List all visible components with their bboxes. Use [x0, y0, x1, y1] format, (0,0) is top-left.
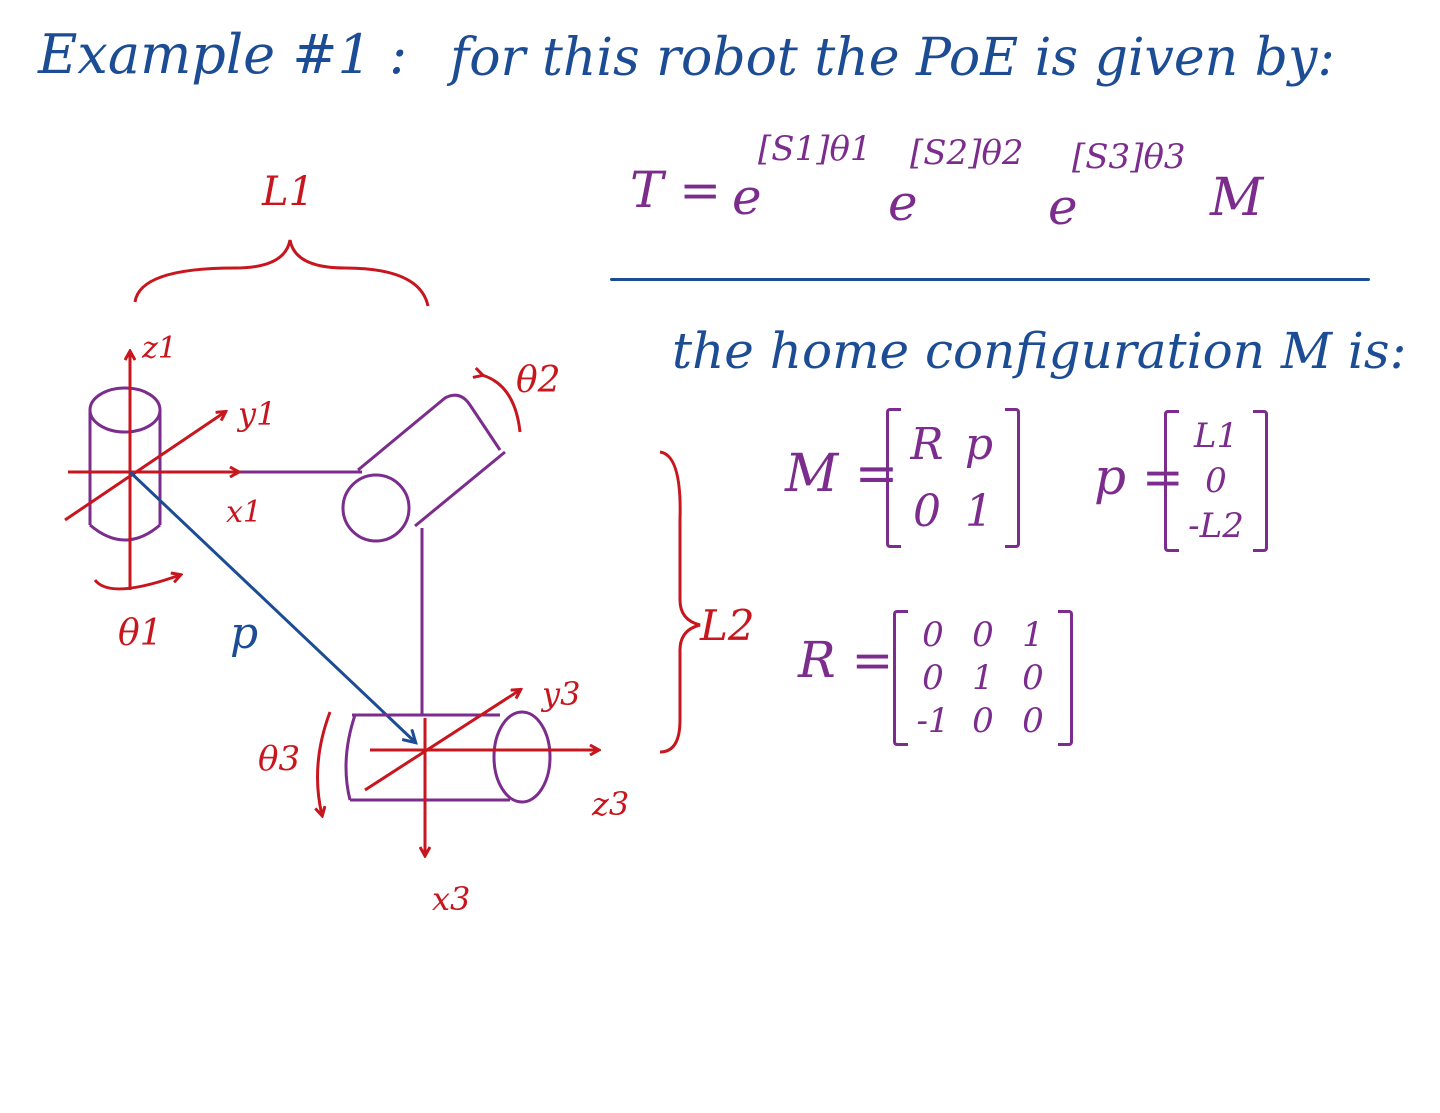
matrix-M: R p 0 1 — [886, 408, 1020, 548]
matrix-R-cell: 0 — [972, 701, 994, 741]
L1-label: L1 — [261, 169, 314, 215]
theta3-label: θ3 — [258, 739, 300, 779]
p-vector — [128, 470, 415, 742]
vector-p: L1 0 -L2 — [1164, 410, 1268, 552]
y3-label: y3 — [540, 675, 580, 713]
frame3-axes — [318, 690, 599, 855]
theta1-label: θ1 — [118, 613, 163, 654]
L2-label: L2 — [699, 601, 755, 650]
matrix-R-cell: 1 — [972, 657, 994, 698]
L2-brace — [659, 450, 701, 754]
matrix-R-cell: 0 — [1022, 657, 1044, 698]
matrix-R: 0 0 1 0 1 0 -1 0 0 — [893, 610, 1073, 746]
p-label: p — [230, 608, 258, 659]
matrix-M-cell: p — [964, 419, 994, 470]
matrix-R-cell: 0 — [972, 614, 994, 655]
formula-exp2: [S2]θ2 — [910, 133, 1024, 173]
matrix-R-cell: -1 — [916, 701, 950, 741]
matrix-M-cell: R — [910, 419, 944, 470]
matrix-R-cell: 0 — [922, 614, 944, 655]
L1-brace — [133, 239, 430, 307]
formula-e2: e — [888, 174, 918, 232]
z1-label: z1 — [141, 331, 177, 366]
formula-e3: e — [1048, 178, 1078, 236]
example-title: Example #1 : — [38, 23, 408, 86]
vector-p-cell: -L2 — [1188, 506, 1244, 546]
formula-lhs: T = — [630, 161, 722, 219]
matrix-R-lhs: R = — [798, 631, 894, 689]
divider-line — [610, 278, 1370, 281]
matrix-M-cell: 0 — [913, 486, 941, 537]
frame1-axes — [64, 352, 238, 591]
matrix-M-cell: 1 — [965, 486, 993, 537]
y1-label: y1 — [236, 395, 276, 433]
joint3-cylinder — [344, 710, 552, 804]
formula-exp3: [S3]θ3 — [1072, 137, 1186, 177]
matrix-R-cell: 1 — [1022, 614, 1044, 655]
matrix-M-lhs: M = — [785, 444, 899, 504]
vector-p-lhs: p = — [1094, 448, 1184, 506]
formula-M: M — [1210, 168, 1264, 228]
home-config-text: the home configuration M is: — [672, 322, 1407, 380]
vector-p-cell: L1 — [1193, 415, 1239, 456]
formula-e1: e — [732, 168, 762, 226]
theta2-label: θ2 — [516, 360, 561, 401]
x1-label: x1 — [226, 495, 262, 530]
vector-p-cell: 0 — [1205, 460, 1227, 501]
formula-exp1: [S1]θ1 — [758, 129, 872, 169]
robot-links — [160, 393, 506, 715]
joint1-cylinder — [88, 386, 162, 542]
theta2-arc — [482, 375, 522, 433]
x3-label: x3 — [432, 880, 470, 918]
z3-label: z3 — [591, 785, 629, 823]
heading-sentence: for this robot the PoE is given by: — [450, 28, 1335, 88]
matrix-R-cell: 0 — [922, 657, 944, 698]
matrix-R-cell: 0 — [1022, 701, 1044, 741]
